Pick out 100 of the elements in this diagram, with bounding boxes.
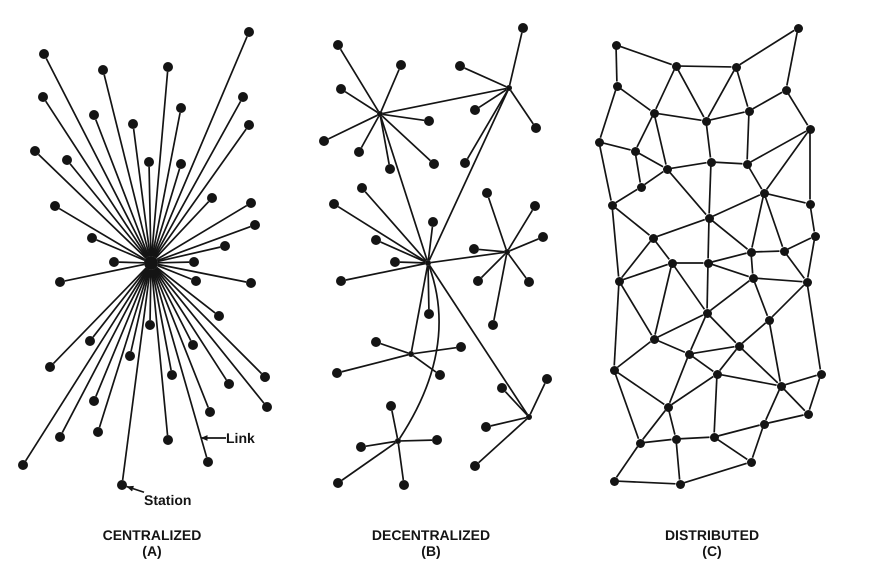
station-dot xyxy=(125,351,135,361)
station-dot xyxy=(30,146,40,156)
station-dot xyxy=(804,410,812,418)
station-dot xyxy=(429,159,439,169)
link-line xyxy=(712,252,747,263)
link-line xyxy=(508,32,523,86)
link-line xyxy=(676,262,704,264)
link-line xyxy=(708,166,712,214)
station-dot xyxy=(163,435,173,445)
hub-dot xyxy=(504,249,510,255)
station-dot xyxy=(89,396,99,406)
panel-letter: (A) xyxy=(142,543,162,559)
link-line xyxy=(382,115,431,162)
link-line xyxy=(715,161,743,165)
link-line xyxy=(154,100,242,258)
hub-dot xyxy=(395,438,401,444)
station-dot xyxy=(672,62,680,70)
panel-caption: DECENTRALIZED xyxy=(372,527,490,543)
link-line xyxy=(414,346,456,354)
link-line xyxy=(152,269,209,408)
station-dot xyxy=(93,427,103,437)
station-dot xyxy=(386,401,396,411)
link-line xyxy=(530,383,546,415)
link-line xyxy=(382,88,506,114)
station-dot xyxy=(390,257,400,267)
station-dot xyxy=(672,434,680,444)
link-line xyxy=(155,201,210,258)
link-line xyxy=(488,197,507,250)
link-line xyxy=(721,374,777,386)
link-line xyxy=(680,436,710,440)
station-dot xyxy=(662,164,672,174)
link-line xyxy=(786,32,798,86)
link-line xyxy=(155,267,262,374)
callout-label: Station xyxy=(144,492,192,508)
link-line xyxy=(509,238,539,252)
station-dot xyxy=(636,182,646,192)
link-line xyxy=(466,90,508,160)
link-line xyxy=(344,90,378,114)
station-dot xyxy=(176,103,186,113)
link-line xyxy=(400,261,426,264)
station-dot xyxy=(176,159,186,169)
station-dot xyxy=(85,336,95,346)
link-line xyxy=(154,268,227,380)
link-line xyxy=(706,267,709,309)
station-dot xyxy=(244,27,254,37)
station-dot xyxy=(220,241,230,251)
station-dot xyxy=(399,480,409,490)
station-dot xyxy=(424,309,434,319)
station-dot xyxy=(742,160,752,168)
link-line xyxy=(508,254,527,278)
link-line xyxy=(636,116,653,148)
link-line xyxy=(45,100,148,258)
link-line xyxy=(430,252,504,264)
station-dot xyxy=(470,461,480,471)
link-line xyxy=(669,172,707,216)
station-dot xyxy=(424,116,434,126)
station-dot xyxy=(319,136,329,146)
station-dot xyxy=(45,362,55,372)
link-line xyxy=(412,355,436,373)
link-line xyxy=(707,222,710,259)
link-line xyxy=(742,348,778,384)
station-dot xyxy=(470,105,480,115)
station-dot xyxy=(668,258,676,268)
link-line xyxy=(149,270,152,320)
station-dot xyxy=(333,478,343,488)
link-line xyxy=(150,72,168,256)
link-line xyxy=(508,210,534,250)
station-dot xyxy=(702,308,712,318)
link-line xyxy=(736,71,749,107)
link-line xyxy=(684,462,747,484)
station-dot xyxy=(214,311,224,321)
station-dot xyxy=(806,124,814,134)
station-dot xyxy=(455,61,465,71)
link-line xyxy=(478,88,507,108)
station-dot xyxy=(473,276,483,286)
link-line xyxy=(398,444,404,480)
link-line xyxy=(342,354,408,373)
link-line xyxy=(712,194,760,217)
station-dot xyxy=(203,457,213,467)
link-line xyxy=(680,65,732,68)
link-line xyxy=(677,70,705,118)
link-line xyxy=(788,237,812,250)
link-line xyxy=(707,70,735,118)
link-line xyxy=(658,340,686,353)
station-dot xyxy=(744,106,754,116)
station-dot xyxy=(128,119,138,129)
station-dot xyxy=(460,158,470,168)
link-line xyxy=(46,58,149,258)
station-dot xyxy=(336,276,346,286)
station-dot xyxy=(712,370,722,378)
station-dot xyxy=(18,460,28,470)
link-line xyxy=(746,115,750,160)
station-dot xyxy=(676,480,684,488)
link-line xyxy=(154,128,247,258)
link-line xyxy=(156,204,248,260)
link-line xyxy=(809,134,811,200)
station-dot xyxy=(354,147,364,157)
station-dot xyxy=(246,278,256,288)
link-line xyxy=(718,424,760,437)
link-line xyxy=(428,90,509,261)
